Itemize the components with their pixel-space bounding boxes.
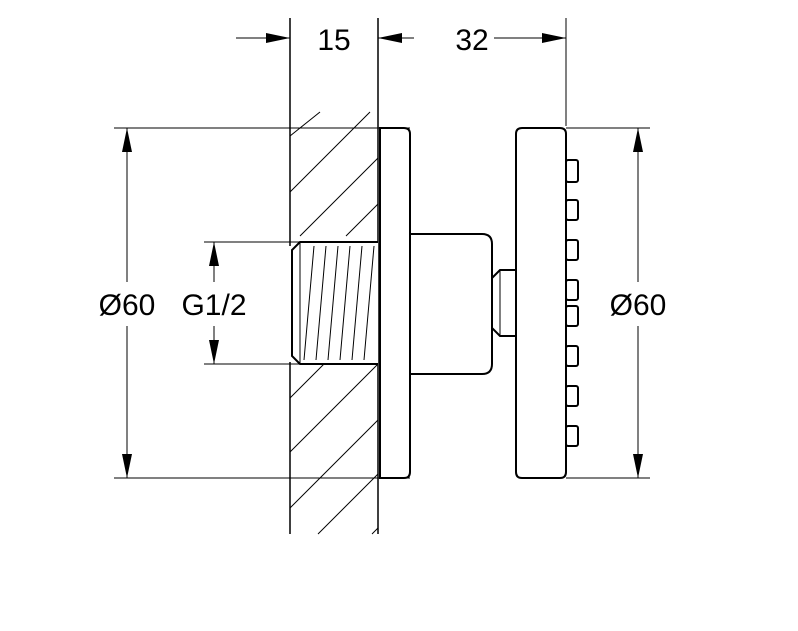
threaded-pipe xyxy=(291,241,378,365)
dimension-projection: 32 xyxy=(455,24,488,57)
dimension-wall-depth: 15 xyxy=(317,24,350,57)
thread-lines xyxy=(303,245,375,361)
thread-dimension xyxy=(204,241,300,365)
nozzles xyxy=(565,159,579,447)
wall-plate xyxy=(379,127,411,479)
shower-head xyxy=(515,127,579,479)
right-diameter-dimension xyxy=(566,127,650,479)
wall-hatching xyxy=(289,111,379,535)
dimension-plate-diameter: Ø60 xyxy=(99,289,156,322)
dimension-thread: G1/2 xyxy=(181,289,246,322)
top-dimensions xyxy=(236,18,567,126)
dimension-head-diameter: Ø60 xyxy=(610,289,667,322)
left-diameter-dimension xyxy=(114,127,410,479)
fitting-body xyxy=(409,233,517,375)
